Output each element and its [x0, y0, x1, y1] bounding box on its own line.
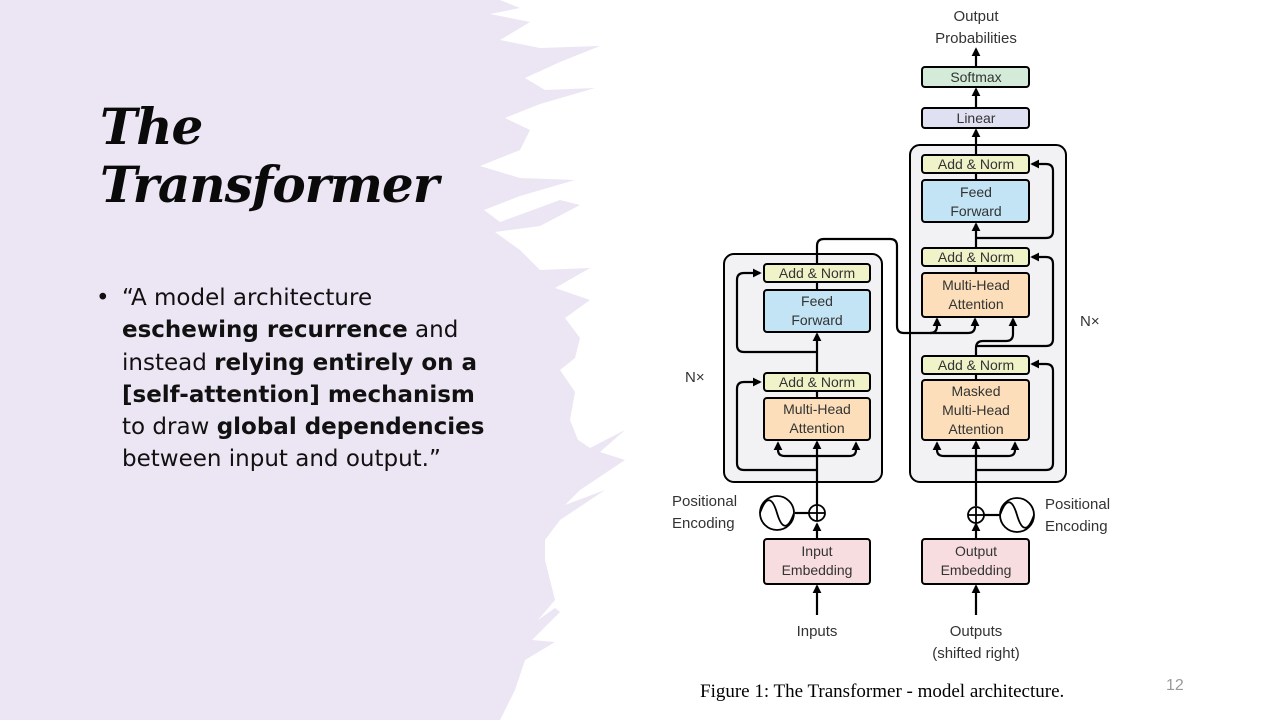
output-probabilities-label: Probabilities — [935, 30, 1017, 47]
positional-encoding-label: Positional — [672, 493, 737, 510]
attention-label: Attention — [948, 296, 1003, 312]
softmax-label: Softmax — [950, 69, 1001, 85]
bullet-icon: • — [96, 285, 110, 311]
linear-box — [921, 107, 1030, 129]
quote-segment-bold: eschewing recurrence — [122, 317, 408, 344]
quote-segment: “A model architecture — [122, 285, 373, 311]
figure-caption: Figure 1: The Transformer - model archit… — [700, 681, 1065, 702]
outputs-label: (shifted right) — [932, 645, 1020, 662]
attention-label: Multi-Head — [942, 277, 1010, 293]
output-embedding-box — [921, 538, 1030, 585]
output-embedding-label: Output — [955, 543, 997, 559]
quote-segment: between input and output.” — [122, 446, 441, 473]
input-embedding-box — [763, 538, 871, 585]
positional-encoding-label: Encoding — [1045, 518, 1108, 535]
decoder-add-norm-3 — [921, 154, 1030, 174]
feed-forward-label: Feed — [801, 293, 833, 309]
slide-number: 12 — [1166, 677, 1184, 694]
decoder-nx-label: N× — [1080, 313, 1100, 330]
add-norm-label: Add & Norm — [779, 265, 855, 281]
title-line-2: Transformer — [100, 155, 439, 214]
add-norm-label: Add & Norm — [938, 357, 1014, 373]
output-embedding-label: Embedding — [941, 562, 1012, 578]
decoder-feed-forward-box — [921, 179, 1030, 223]
quote-segment-bold: relying entirely on a [self-attention] m… — [122, 349, 478, 408]
feed-forward-label: Forward — [950, 203, 1001, 219]
encoder-attention-box — [763, 397, 871, 441]
masked-attention-label: Multi-Head — [942, 402, 1010, 418]
decoder-cross-attention-box — [921, 272, 1030, 318]
encoder-add-norm-1 — [763, 372, 871, 392]
positional-encoding-label: Positional — [1045, 496, 1110, 513]
add-norm-label: Add & Norm — [938, 249, 1014, 265]
lavender-brush-area — [0, 0, 625, 720]
outputs-label: Outputs — [950, 623, 1003, 640]
input-embedding-label: Input — [801, 543, 832, 559]
output-probabilities-label: Output — [953, 8, 999, 25]
masked-attention-label: Attention — [948, 421, 1003, 437]
input-embedding-label: Embedding — [782, 562, 853, 578]
quote-segment: and instead — [122, 317, 459, 376]
masked-attention-label: Masked — [951, 383, 1000, 399]
add-norm-label: Add & Norm — [779, 374, 855, 390]
feed-forward-label: Feed — [960, 184, 992, 200]
quote-text: “A model architecture eschewing recurren… — [122, 282, 502, 476]
quote-segment: to draw — [122, 414, 217, 441]
encoder-add-norm-2 — [763, 263, 871, 283]
encoder-feed-forward-box — [763, 289, 871, 333]
encoder-nx-label: N× — [685, 369, 705, 386]
inputs-label: Inputs — [797, 623, 838, 640]
masked-attention-box — [921, 379, 1030, 441]
encoder-stack — [723, 253, 883, 483]
decoder-add-norm-2 — [921, 247, 1030, 267]
quote-segment-bold: global dependencies — [216, 414, 485, 441]
feed-forward-label: Forward — [791, 312, 842, 328]
softmax-box — [921, 66, 1030, 88]
slide-title: The Transformer — [100, 97, 439, 214]
positional-encoding-label: Encoding — [672, 515, 735, 532]
linear-label: Linear — [957, 110, 996, 126]
attention-label: Multi-Head — [783, 401, 851, 417]
title-line-1: The — [100, 97, 203, 156]
decoder-add-norm-1 — [921, 355, 1030, 375]
add-norm-label: Add & Norm — [938, 156, 1014, 172]
attention-label: Attention — [789, 420, 844, 436]
